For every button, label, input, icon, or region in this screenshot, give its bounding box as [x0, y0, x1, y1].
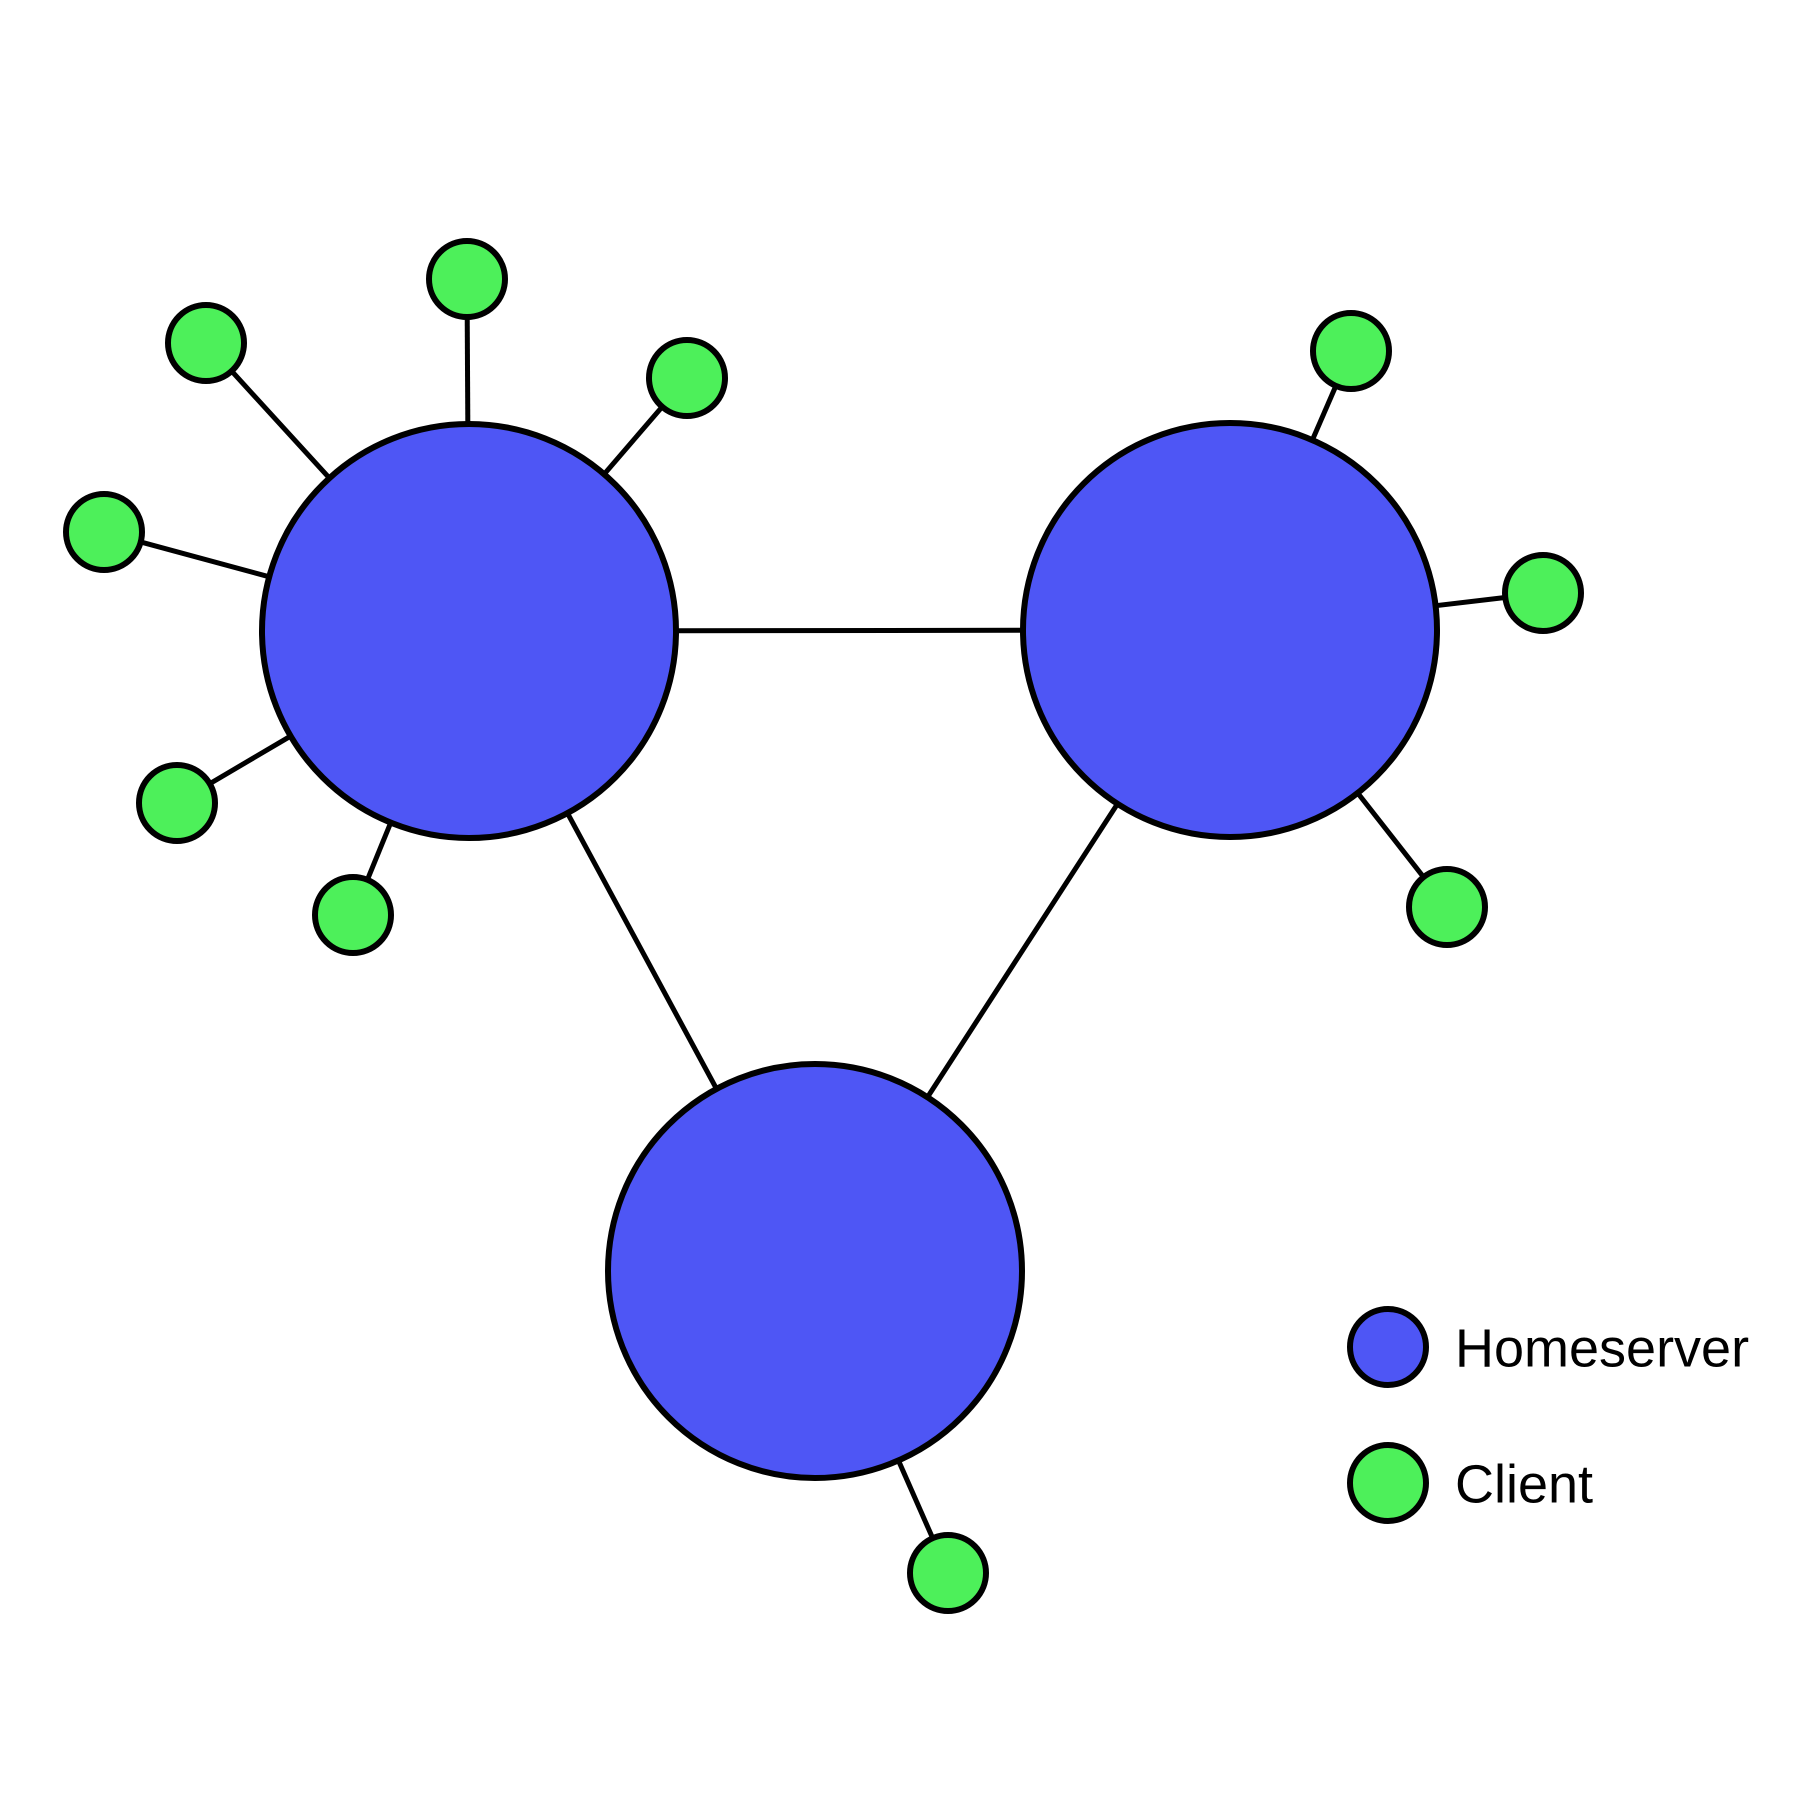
- graph-node-client-c8[interactable]: [1502, 552, 1584, 634]
- legend-label-client: Client: [1455, 1454, 1593, 1514]
- legend-swatch-client-icon: [1347, 1442, 1429, 1524]
- graph-edge-hs1-c3: [600, 403, 666, 478]
- legend-item-client: Client: [1347, 1442, 1593, 1524]
- graph-node-client-c4[interactable]: [63, 491, 145, 573]
- graph-node-homeserver-hs3[interactable]: [605, 1061, 1025, 1481]
- graph-node-client-c9[interactable]: [1406, 866, 1488, 948]
- legend-swatch-homeserver-icon: [1347, 1306, 1429, 1388]
- graph-edge-hs2-c9: [1354, 789, 1427, 881]
- graph-edge-hs1-c1: [464, 314, 471, 427]
- graph-node-client-c7[interactable]: [1310, 310, 1392, 392]
- legend-label-homeserver: Homeserver: [1455, 1318, 1749, 1378]
- graph-node-client-c5[interactable]: [136, 762, 218, 844]
- graph-node-homeserver-hs2[interactable]: [1020, 420, 1440, 840]
- edges-layer: [138, 314, 1508, 1542]
- graph-node-client-c1[interactable]: [426, 238, 508, 320]
- graph-edge-hs2-hs3: [924, 800, 1121, 1101]
- graph-edge-hs3-c10: [895, 1457, 936, 1542]
- graph-edge-hs2-c7: [1309, 383, 1339, 443]
- graph-edge-hs1-c4: [138, 539, 272, 580]
- graph-node-client-c2[interactable]: [165, 302, 247, 384]
- graph-edge-hs1-c5: [206, 732, 294, 787]
- graph-edge-hs1-hs3: [564, 810, 720, 1092]
- graph-node-homeserver-hs1[interactable]: [259, 421, 679, 841]
- graph-node-client-c10[interactable]: [907, 1532, 989, 1614]
- graph-edge-hs2-c8: [1433, 594, 1508, 609]
- graph-edge-hs1-c2: [228, 367, 333, 482]
- graph-edge-hs1-c6: [364, 819, 394, 883]
- graph-node-client-c3[interactable]: [646, 337, 728, 419]
- graph-node-client-c6[interactable]: [312, 874, 394, 956]
- nodes-layer: [63, 238, 1584, 1614]
- legend-item-homeserver: Homeserver: [1347, 1306, 1749, 1388]
